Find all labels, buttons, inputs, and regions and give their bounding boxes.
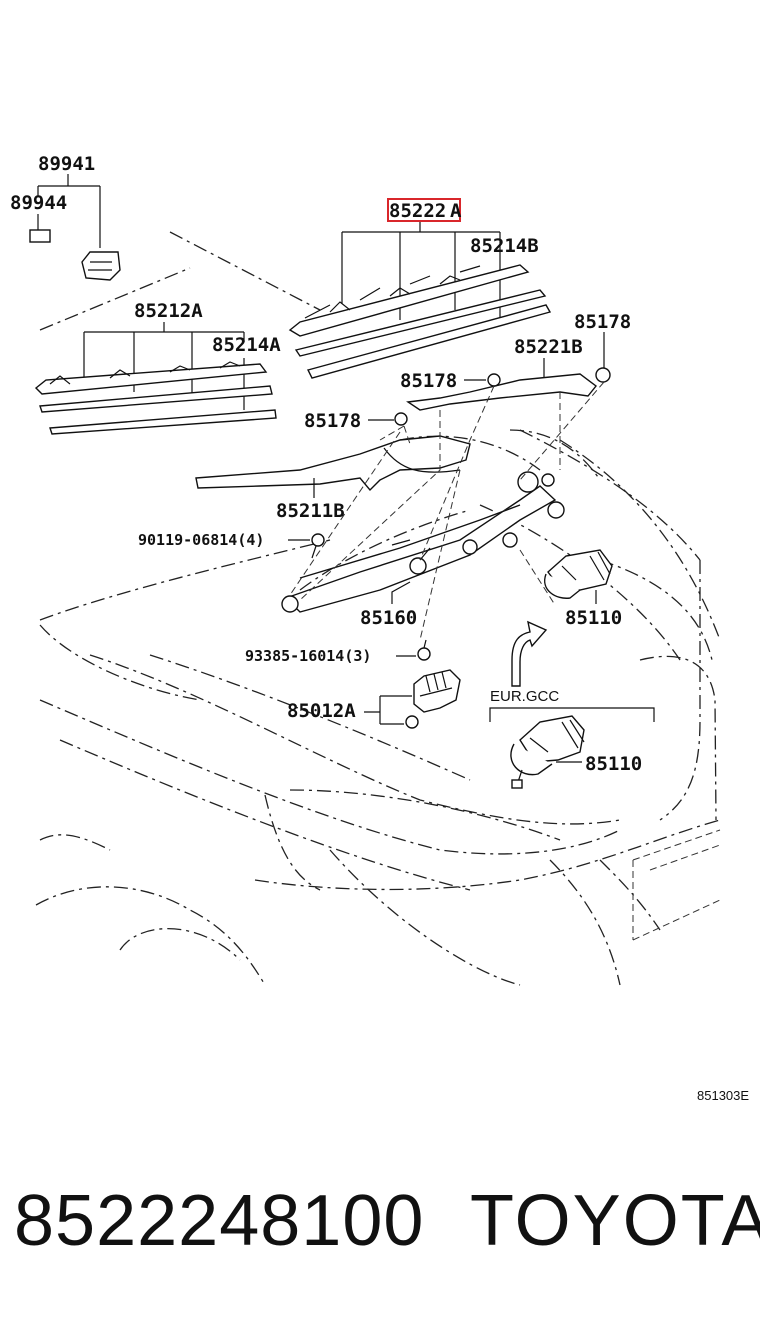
label-93385: 93385-16014(3) bbox=[245, 647, 371, 665]
label-85221b: 85221B bbox=[514, 336, 583, 358]
label-85211b: 85211B bbox=[276, 500, 345, 522]
label-eur-gcc: EUR.GCC bbox=[490, 688, 559, 705]
brand-name: TOYOTA bbox=[470, 1181, 760, 1261]
nut-85178-c bbox=[394, 412, 408, 426]
highlight-box-85222 bbox=[387, 198, 461, 222]
label-89941: 89941 bbox=[38, 153, 95, 175]
wiper-motor-85110-a bbox=[544, 549, 613, 599]
label-85110-a: 85110 bbox=[565, 607, 622, 629]
label-85222: 85222 bbox=[389, 200, 446, 222]
label-90119: 90119-06814(4) bbox=[138, 531, 264, 549]
wiper-arm-85221b bbox=[406, 373, 597, 411]
vehicle-body-outline bbox=[35, 231, 721, 986]
nut-85178-b bbox=[487, 373, 501, 387]
label-85212a: 85212A bbox=[134, 300, 203, 322]
label-85178-c: 85178 bbox=[304, 410, 361, 432]
nut-85178-a bbox=[595, 367, 611, 383]
label-85214a: 85214A bbox=[212, 334, 281, 356]
wiper-blade-left bbox=[34, 361, 277, 435]
label-85160: 85160 bbox=[360, 607, 417, 629]
part-number: 8522248100 bbox=[14, 1181, 425, 1261]
bolt-90119 bbox=[311, 533, 325, 559]
motor-linkage-85012a bbox=[405, 669, 461, 729]
clip-89941 bbox=[81, 251, 121, 281]
label-85012a: 85012A bbox=[287, 700, 356, 722]
label-85178-b: 85178 bbox=[400, 370, 457, 392]
wiper-arm-85211b bbox=[195, 435, 471, 492]
direction-arrow-icon bbox=[511, 620, 548, 687]
label-85178-a: 85178 bbox=[574, 311, 631, 333]
label-89944: 89944 bbox=[10, 192, 67, 214]
reference-code: 851303E bbox=[697, 1088, 749, 1103]
footer: 8522248100 TOYOTA bbox=[0, 1180, 760, 1290]
clip-89944 bbox=[29, 229, 51, 243]
parts-diagram: 89941 89944 85222 A 85214B 85212A 85214A… bbox=[10, 153, 749, 1103]
label-85222-suffix: A bbox=[450, 200, 462, 222]
wiper-blade-right bbox=[288, 264, 552, 379]
grommet-93385 bbox=[417, 639, 431, 661]
label-85214b: 85214B bbox=[470, 235, 539, 257]
wiper-motor-85110-b bbox=[510, 715, 585, 789]
label-85110-b: 85110 bbox=[585, 753, 642, 775]
